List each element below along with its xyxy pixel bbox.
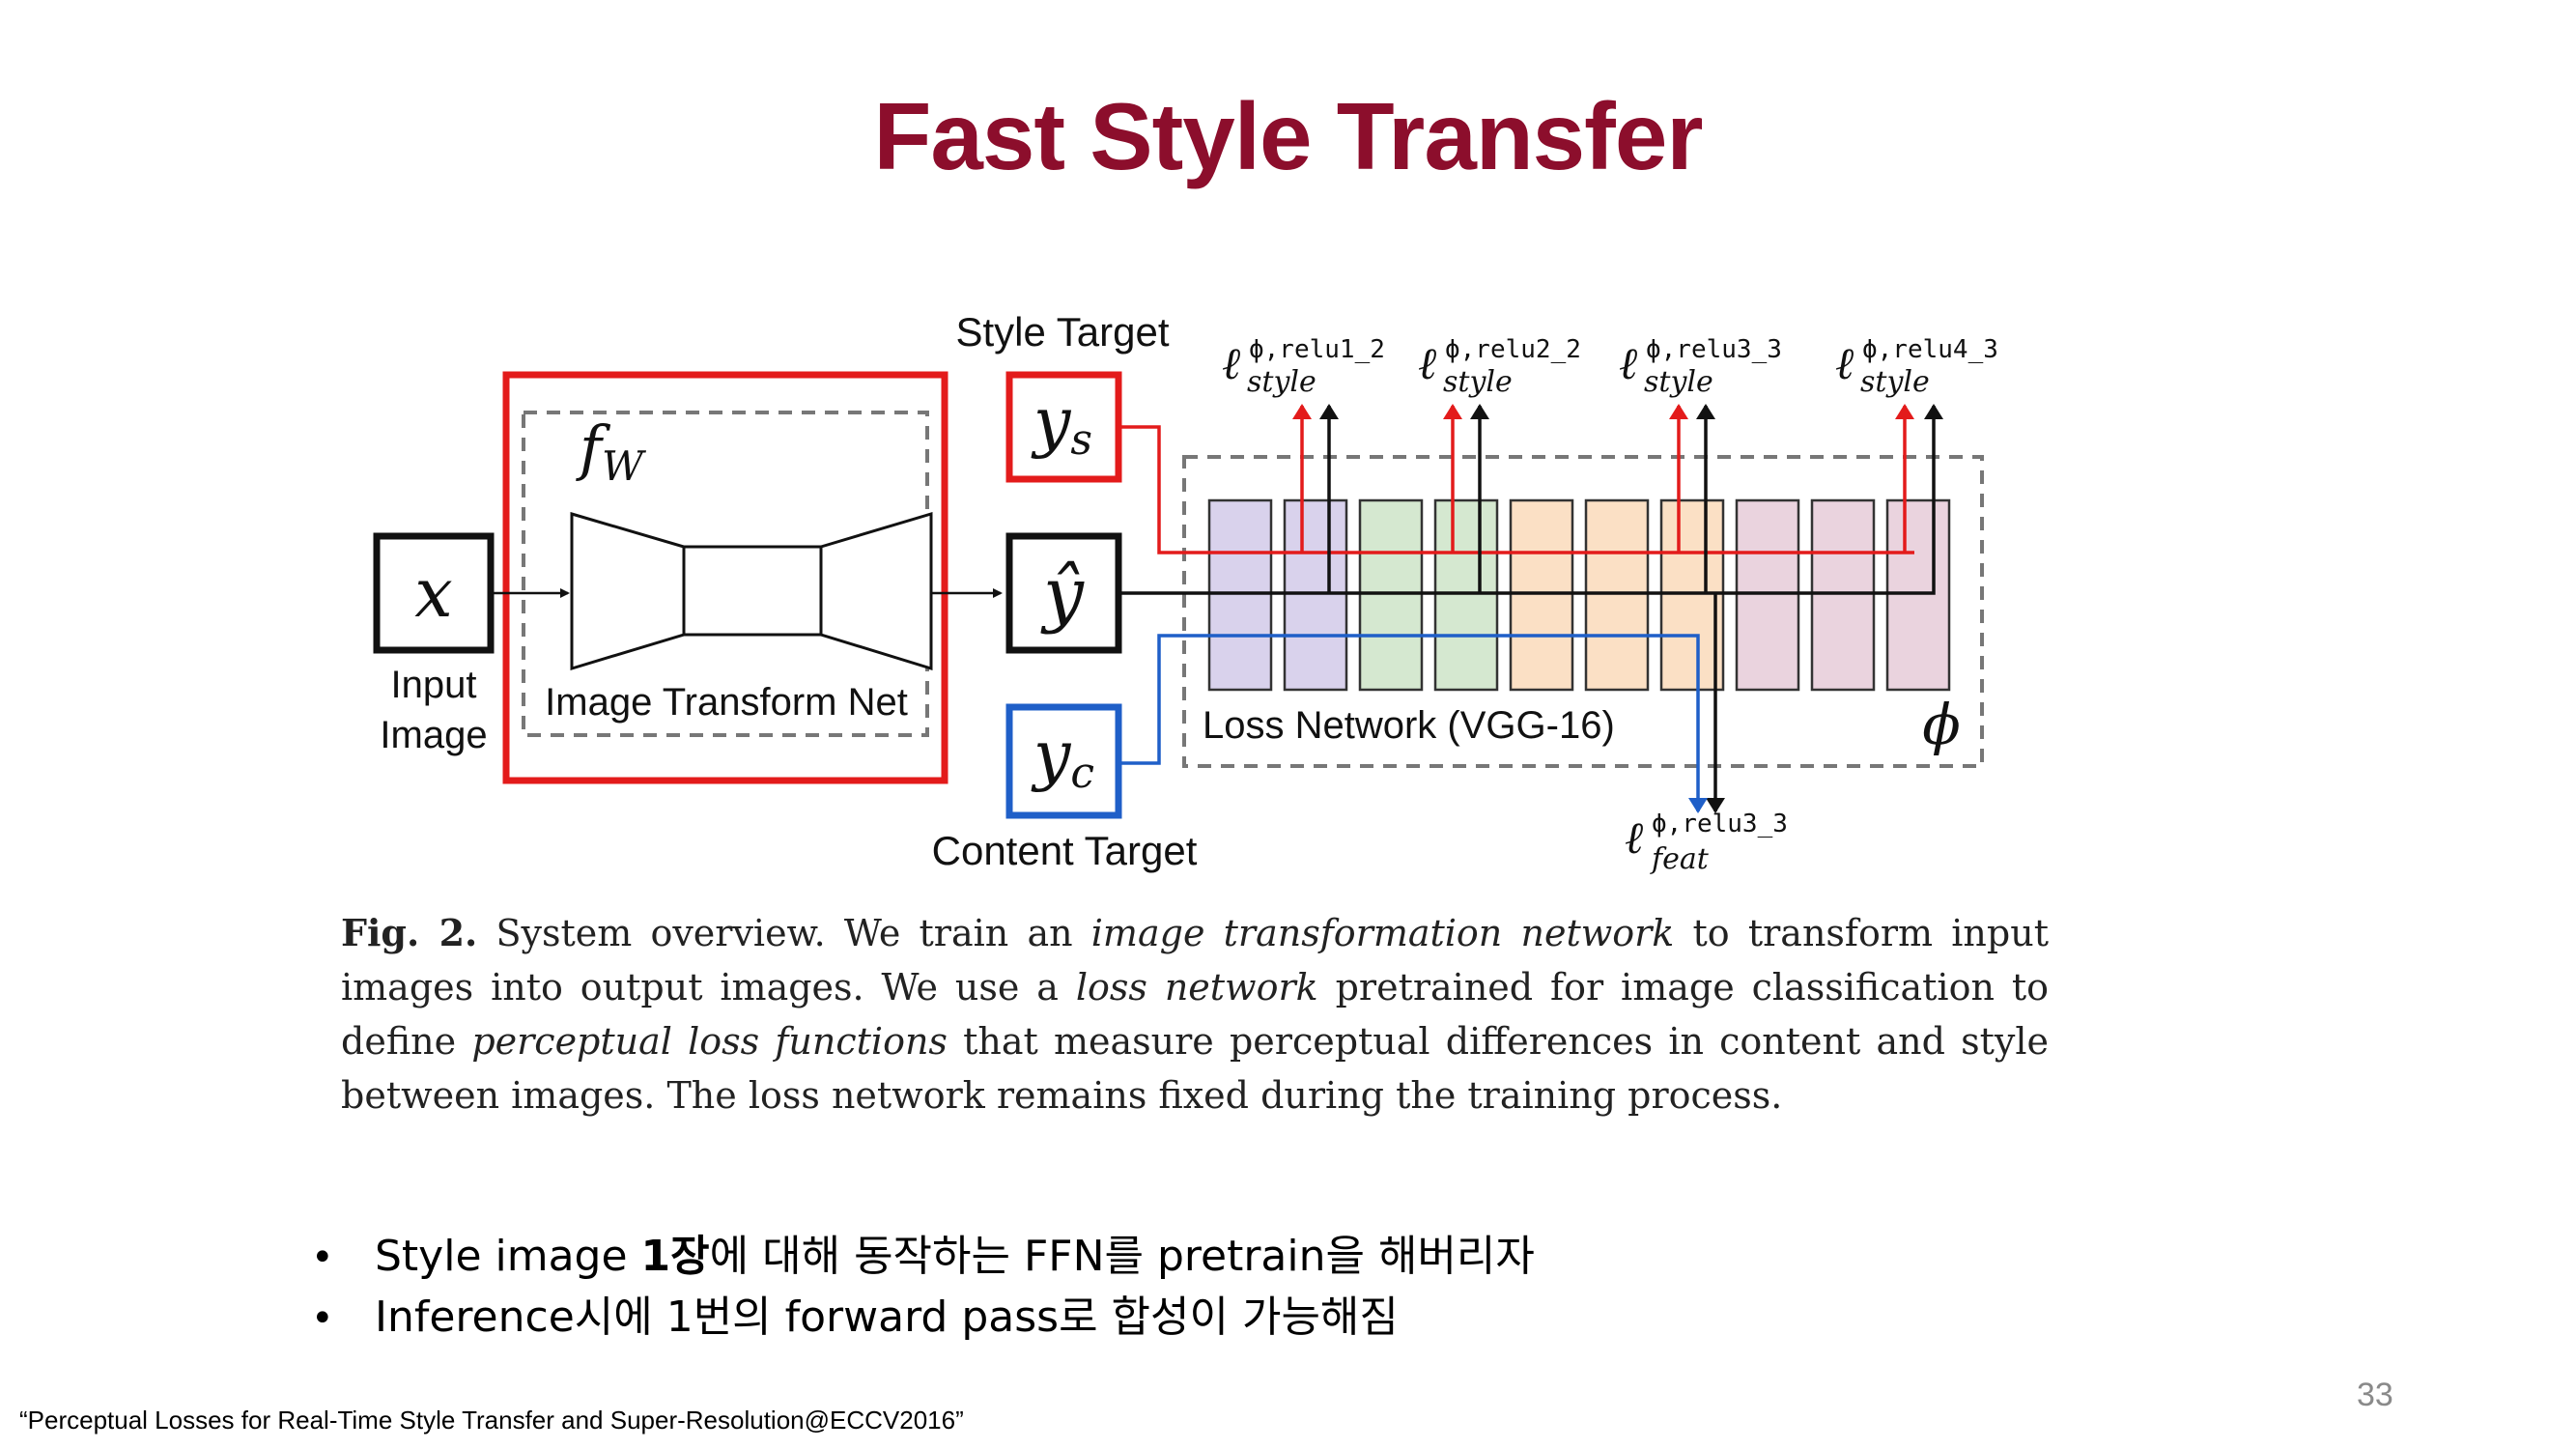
bullet-symbol: • (311, 1296, 334, 1341)
caption-fig-label: Fig. 2. (341, 911, 478, 954)
vgg-block (1509, 498, 1574, 692)
style-target-label: Style Target (955, 309, 1169, 355)
ys-symbol: ys (1031, 384, 1092, 465)
bullet-item: • Inference시에 1번의 forward pass로 합성이 가능해짐 (311, 1288, 1535, 1349)
vgg-block (1283, 498, 1348, 692)
style-path-red (1120, 425, 1914, 554)
svg-text:ℓ: ℓ (1418, 337, 1437, 389)
svg-text:feat: feat (1650, 842, 1710, 876)
style-loss-label-1: ℓ ϕ,relu1_2 style (1222, 335, 1385, 399)
yhat-path-black (1120, 404, 1943, 595)
input-image-box (373, 532, 495, 654)
svg-text:ϕ,relu1_2: ϕ,relu1_2 (1249, 335, 1385, 364)
vgg-block (1433, 498, 1499, 692)
input-label-line1: Input (391, 664, 477, 706)
caption-text: to transform input images into output im… (341, 912, 2049, 1009)
page-number: 33 (2357, 1377, 2393, 1413)
caption-emphasis: image transformation network (1090, 912, 1675, 954)
vgg-block (1885, 498, 1951, 692)
caption-emphasis: perceptual loss functions (471, 1020, 948, 1063)
input-symbol: x (414, 554, 452, 633)
citation: “Perceptual Losses for Real-Time Style T… (19, 1406, 964, 1435)
svg-text:ℓ: ℓ (1625, 811, 1644, 864)
yc-symbol: yc (1031, 718, 1094, 798)
transform-net-red-box (502, 371, 948, 784)
decoder-shape (819, 511, 933, 671)
content-target-box (1005, 703, 1122, 819)
bullet-list: • Style image 1장에 대해 동작하는 FFN를 pretrain을… (311, 1227, 1535, 1349)
caption-emphasis: loss network (1075, 966, 1318, 1009)
content-path-blue (1120, 634, 1708, 813)
encoder-shape (570, 511, 686, 671)
loss-network-dashed-box (1182, 455, 1984, 768)
output-yhat-box (1005, 532, 1122, 654)
figure-caption: Fig. 2. System overview. We train an ima… (341, 906, 2049, 1122)
svg-text:style: style (1443, 365, 1513, 399)
svg-text:ϕ,relu4_3: ϕ,relu4_3 (1862, 335, 1998, 364)
bottleneck-shape (682, 545, 823, 637)
style-loss-label-3: ℓ ϕ,relu3_3 style (1619, 335, 1782, 399)
svg-text:ℓ: ℓ (1619, 337, 1638, 389)
bullet-item: • Style image 1장에 대해 동작하는 FFN를 pretrain을… (311, 1227, 1535, 1288)
vgg-block (1207, 498, 1273, 692)
vgg-block (1735, 498, 1800, 692)
svg-text:style: style (1644, 365, 1713, 399)
yhat-symbol: ŷ (1040, 553, 1085, 636)
caption-text: that measure perceptual differences in c… (341, 1020, 2049, 1117)
svg-text:style: style (1860, 365, 1930, 399)
feature-loss-label: ℓ ϕ,relu3_3 feat (1625, 810, 1788, 876)
style-loss-label-4: ℓ ϕ,relu4_3 style (1835, 335, 1998, 399)
vgg-block (1584, 498, 1650, 692)
svg-text:style: style (1247, 365, 1316, 399)
content-target-label: Content Target (932, 828, 1198, 873)
vgg-blocks (1207, 498, 1951, 692)
slide-title: Fast Style Transfer (873, 83, 1704, 189)
loss-network-label: Loss Network (VGG-16) (1203, 704, 1615, 747)
svg-text:ϕ,relu3_3: ϕ,relu3_3 (1652, 810, 1788, 838)
style-loss-label-2: ℓ ϕ,relu2_2 style (1418, 335, 1581, 399)
system-overview-diagram: x Input Image fW Image Transform Net Sty… (373, 309, 1998, 876)
svg-text:ϕ,relu2_2: ϕ,relu2_2 (1445, 335, 1581, 364)
bullet-text: Inference시에 1번의 forward pass로 합성이 가능해짐 (375, 1293, 1399, 1342)
vgg-block (1810, 498, 1876, 692)
svg-text:ϕ,relu3_3: ϕ,relu3_3 (1646, 335, 1782, 364)
vgg-block (1358, 498, 1424, 692)
caption-text: System overview. We train an (477, 912, 1091, 954)
vgg-block (1659, 498, 1725, 692)
transform-net-label: Image Transform Net (545, 681, 908, 724)
svg-text:ℓ: ℓ (1222, 337, 1241, 389)
bullet-symbol: • (311, 1236, 334, 1280)
svg-text:ℓ: ℓ (1835, 337, 1854, 389)
caption-text: pretrained for image classification to d… (341, 966, 2049, 1063)
bullet-text: Style image 1장에 대해 동작하는 FFN를 pretrain을 해… (375, 1232, 1535, 1281)
input-label-line2: Image (380, 714, 487, 756)
fw-symbol: fW (576, 412, 647, 490)
phi-symbol: ϕ (1922, 692, 1961, 757)
style-target-box (1005, 371, 1122, 483)
